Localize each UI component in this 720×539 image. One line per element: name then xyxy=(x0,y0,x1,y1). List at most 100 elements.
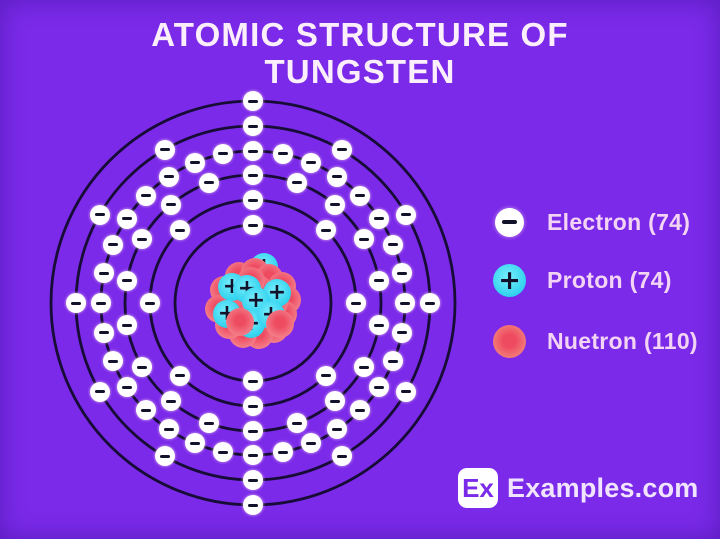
electron xyxy=(272,442,293,463)
electron xyxy=(369,377,390,398)
minus-symbol xyxy=(332,175,343,179)
minus-symbol xyxy=(248,404,258,408)
minus-symbol xyxy=(397,331,408,335)
minus-symbol xyxy=(145,301,155,305)
electron xyxy=(135,185,156,206)
minus-symbol xyxy=(98,331,109,335)
electron xyxy=(66,293,86,313)
page-title: ATOMIC STRUCTURE OF TUNGSTEN xyxy=(0,16,720,90)
electron xyxy=(327,166,348,187)
minus-symbol xyxy=(374,385,385,389)
minus-symbol xyxy=(94,390,105,393)
electron xyxy=(369,315,390,336)
electron xyxy=(93,322,114,343)
electron xyxy=(170,365,191,386)
electron xyxy=(116,270,137,291)
minus-symbol xyxy=(159,148,170,152)
electron xyxy=(350,185,371,206)
electron xyxy=(315,220,336,241)
electron xyxy=(213,442,234,463)
minus-symbol xyxy=(306,441,317,445)
electron xyxy=(140,293,160,313)
electron xyxy=(158,419,179,440)
electron xyxy=(383,234,404,255)
minus-symbol xyxy=(502,220,517,224)
legend-label: Proton (74) xyxy=(547,266,672,293)
electron xyxy=(213,143,234,164)
electron xyxy=(89,204,110,225)
legend-item-proton: +Proton (74) xyxy=(493,263,698,297)
electron xyxy=(346,293,366,313)
minus-symbol xyxy=(374,323,385,327)
electron xyxy=(327,419,348,440)
page-title-line2: TUNGSTEN xyxy=(264,53,456,90)
electron xyxy=(91,293,111,313)
page-title-line1: ATOMIC STRUCTURE OF xyxy=(151,16,569,53)
minus-symbol xyxy=(248,429,258,433)
electron xyxy=(353,229,374,249)
examples-logo: Ex Examples.com xyxy=(458,468,699,508)
minus-symbol xyxy=(336,148,347,152)
minus-symbol xyxy=(306,161,317,165)
minus-symbol xyxy=(320,228,331,232)
minus-symbol xyxy=(175,374,186,378)
minus-symbol xyxy=(189,161,200,165)
minus-symbol xyxy=(358,237,369,241)
electron xyxy=(199,172,220,193)
electron xyxy=(396,381,417,402)
minus-symbol xyxy=(107,359,118,363)
minus-symbol xyxy=(425,301,435,305)
electron xyxy=(392,322,413,343)
minus-symbol xyxy=(248,173,258,177)
legend-item-electron: Electron (74) xyxy=(493,205,698,239)
minus-symbol xyxy=(330,399,341,403)
electron xyxy=(331,446,352,467)
electron xyxy=(369,270,390,291)
electron xyxy=(325,391,346,412)
minus-symbol xyxy=(248,124,258,128)
electron xyxy=(392,263,413,284)
minus-symbol xyxy=(330,203,341,207)
minus-symbol xyxy=(218,450,229,454)
minus-symbol xyxy=(137,237,148,241)
minus-symbol xyxy=(248,223,258,227)
electron xyxy=(116,315,137,336)
electron-icon xyxy=(495,207,524,237)
minus-symbol xyxy=(140,408,151,412)
minus-symbol xyxy=(248,198,258,202)
minus-symbol xyxy=(94,213,105,216)
electron xyxy=(243,371,263,391)
electron xyxy=(89,381,110,402)
electron xyxy=(369,208,390,229)
plus-symbol: + xyxy=(267,280,287,305)
electron xyxy=(301,433,322,454)
minus-symbol xyxy=(107,243,118,247)
minus-symbol xyxy=(332,427,343,431)
minus-symbol xyxy=(98,271,109,275)
electron xyxy=(331,139,352,160)
minus-symbol xyxy=(374,279,385,283)
electron xyxy=(383,351,404,372)
electron xyxy=(243,190,263,210)
electron xyxy=(353,357,374,377)
electron xyxy=(301,152,322,173)
electron xyxy=(132,357,153,377)
minus-symbol xyxy=(121,323,132,327)
minus-symbol xyxy=(71,301,81,305)
electron xyxy=(272,143,293,164)
minus-symbol xyxy=(248,503,258,507)
minus-symbol xyxy=(248,453,258,457)
neutron-particle xyxy=(226,308,254,336)
electron xyxy=(243,445,263,465)
electron xyxy=(243,116,263,136)
electron xyxy=(160,194,181,215)
electron xyxy=(243,215,263,235)
minus-symbol xyxy=(165,203,176,207)
minus-symbol xyxy=(401,213,412,216)
electron xyxy=(132,229,153,249)
electron xyxy=(286,172,307,193)
electron xyxy=(396,204,417,225)
legend: Electron (74)+Proton (74)Nuetron (110) xyxy=(493,205,698,358)
minus-symbol xyxy=(159,454,170,458)
